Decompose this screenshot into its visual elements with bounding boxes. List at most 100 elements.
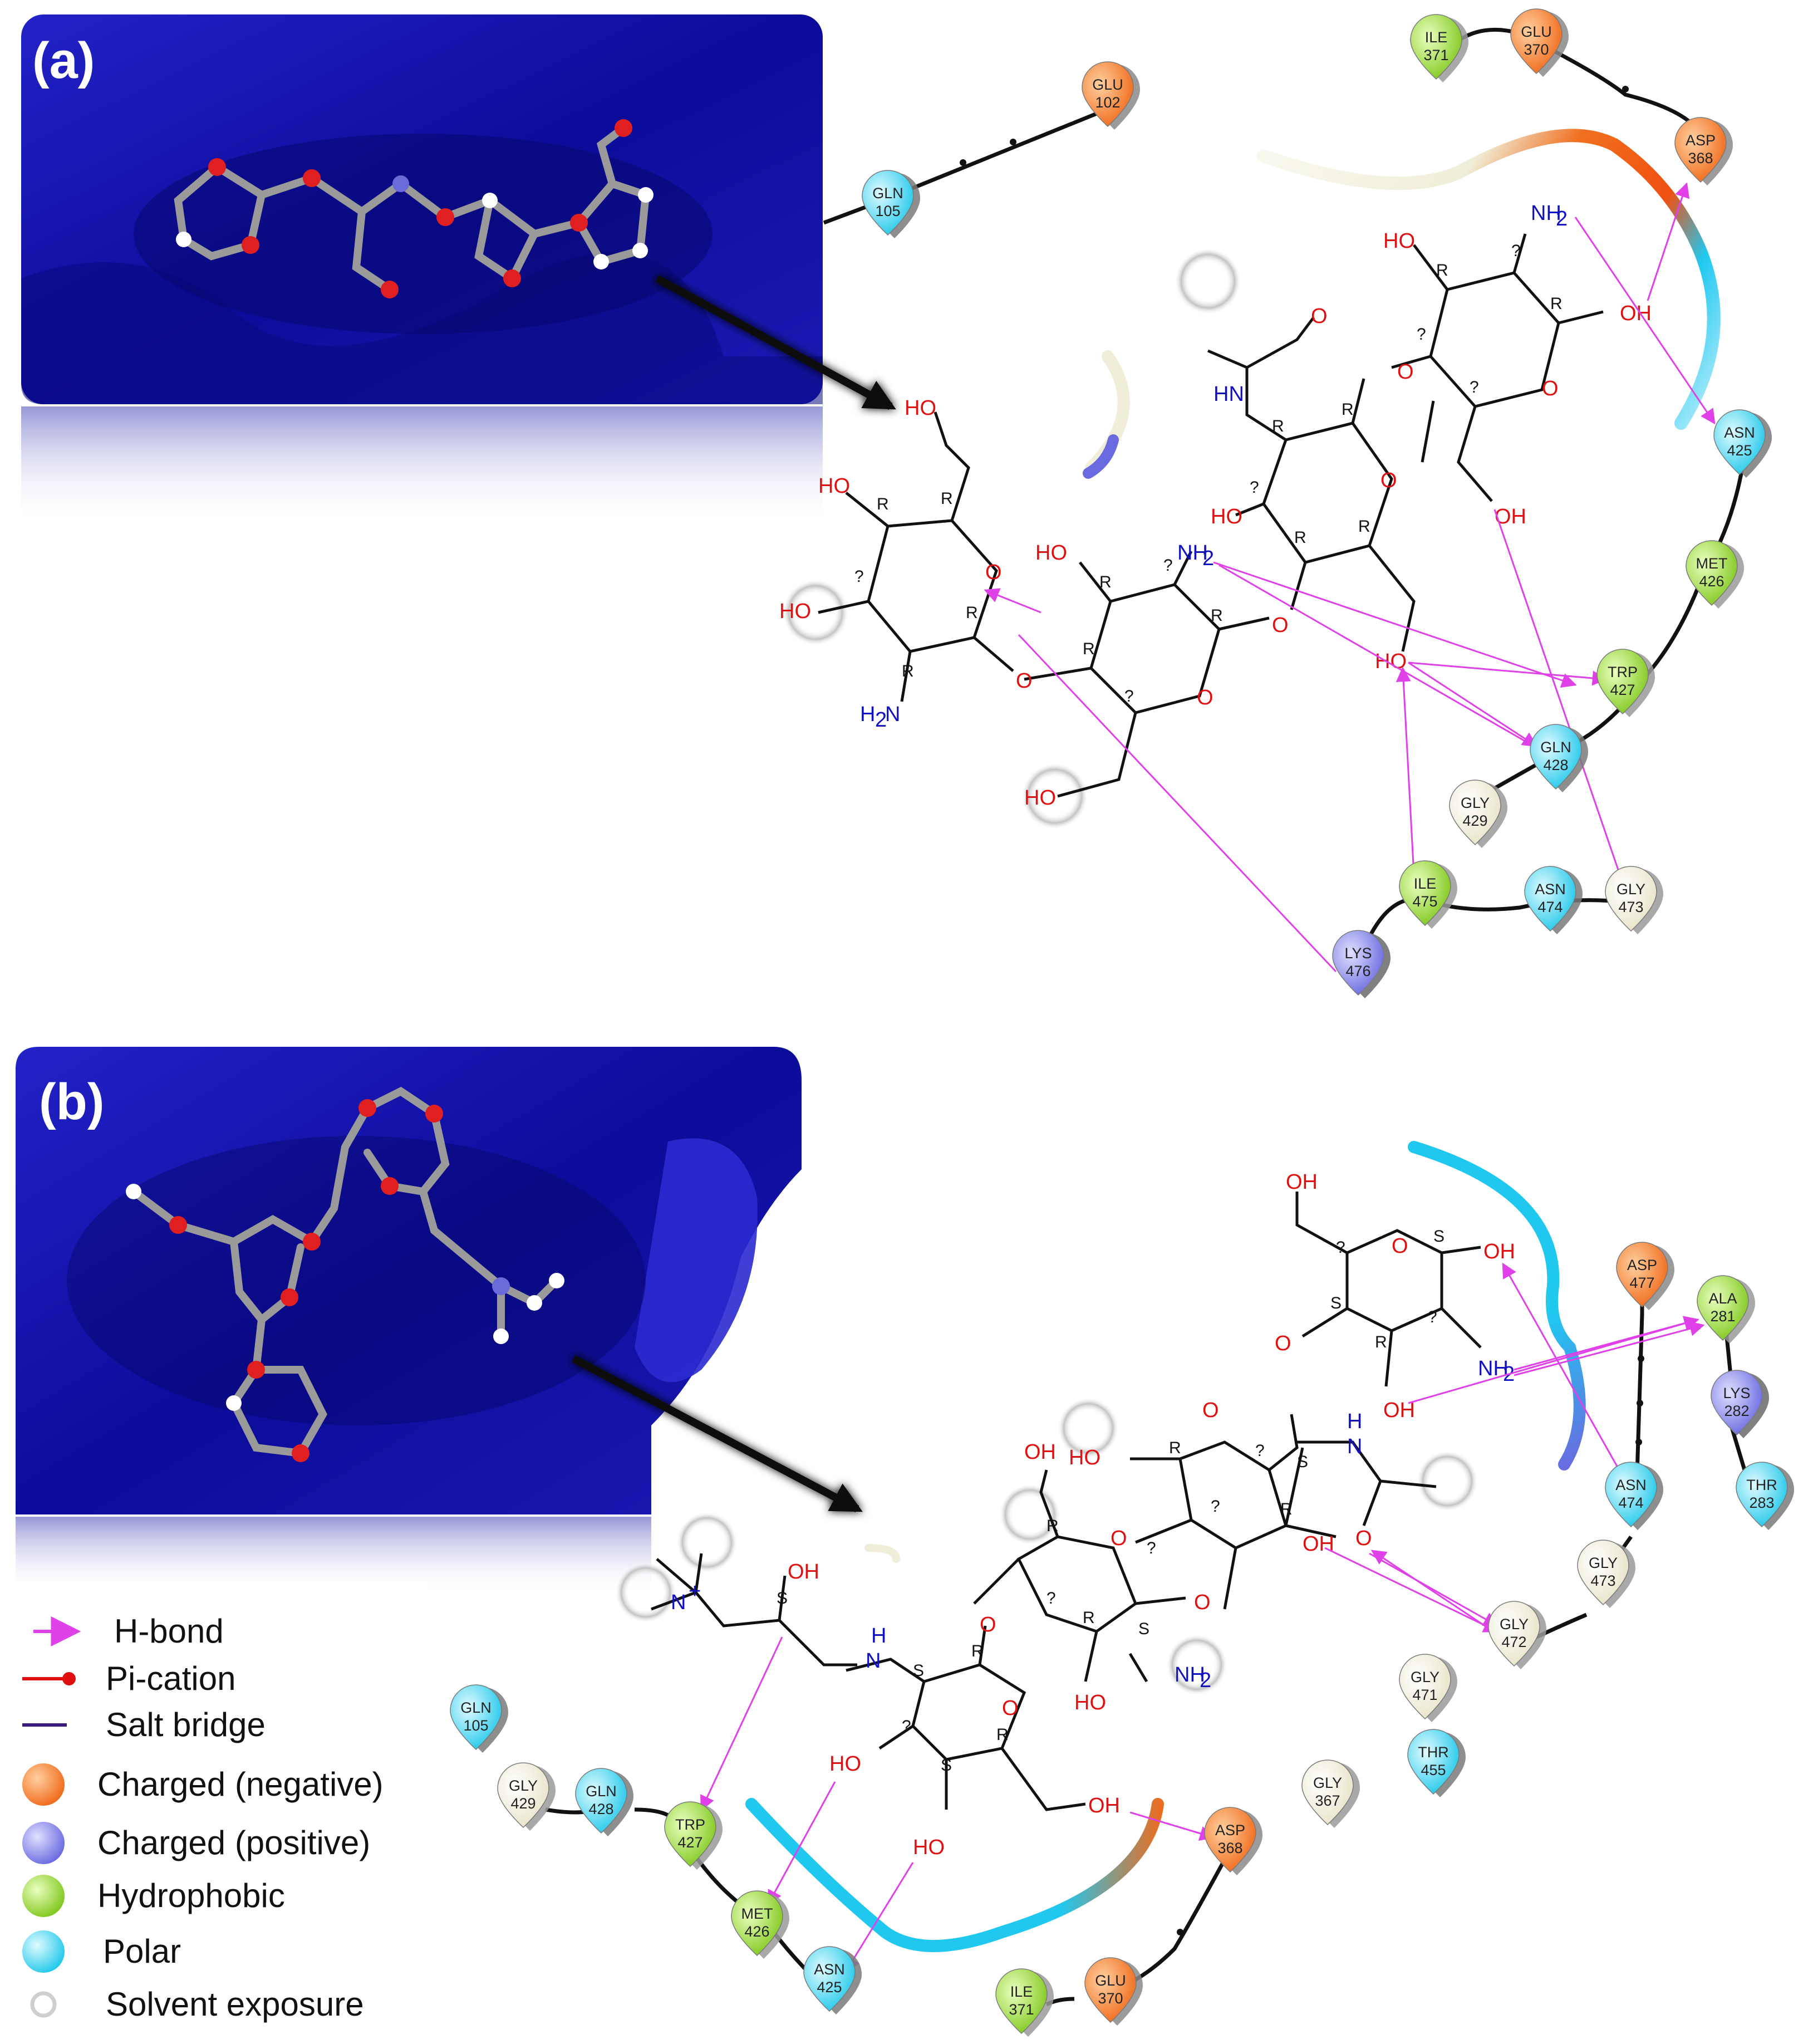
residue-name: GLU [1092, 76, 1123, 93]
residue-number: 477 [1629, 1275, 1654, 1291]
panel-a-diagram: HO HO HO O O H 2 N HO NH 2 O O HO HN O H… [779, 27, 1745, 973]
svg-text:R: R [1083, 640, 1095, 658]
residue-bubble [1510, 8, 1563, 75]
residue-name: GLU [1095, 1972, 1126, 1989]
svg-text:O: O [1275, 1332, 1291, 1355]
residue-name: GLN [460, 1699, 492, 1716]
residue-bubble [1686, 540, 1738, 606]
residue-number: 102 [1095, 94, 1120, 111]
svg-text:HO: HO [1383, 229, 1415, 253]
residue-number: 428 [588, 1801, 613, 1817]
surface-pocket-b [67, 1136, 646, 1425]
residue-bubble [1082, 61, 1134, 128]
residue-number: 471 [1412, 1687, 1437, 1703]
svg-text:R: R [996, 1726, 1009, 1744]
residue-number: 429 [1462, 812, 1487, 829]
residue-name: MET [741, 1905, 773, 1922]
ligand-b-atoms [126, 1099, 564, 1462]
svg-text:H: H [871, 1624, 886, 1648]
solvent-halo [615, 1562, 676, 1623]
svg-text:O: O [1311, 305, 1328, 328]
residue-bubble [1713, 409, 1766, 476]
solvent-halo [1058, 1398, 1119, 1459]
svg-text:R: R [902, 662, 914, 680]
residue-number: 371 [1423, 47, 1448, 63]
svg-text:S: S [1138, 1620, 1149, 1638]
residue-number: 425 [1727, 442, 1752, 459]
residue-number: 282 [1724, 1403, 1749, 1419]
residue-name: GLY [1589, 1555, 1618, 1571]
svg-text:R: R [877, 495, 889, 513]
ribbon-b-3 [864, 1544, 900, 1563]
residue-name: GLN [586, 1783, 617, 1800]
ribbon-b-1 [745, 1798, 1164, 1952]
residue-name: GLY [1313, 1775, 1342, 1791]
svg-text:R: R [1294, 528, 1306, 547]
residue-bubble [1332, 930, 1384, 996]
svg-text:?: ? [1163, 556, 1173, 575]
residue-name: GLN [1540, 739, 1571, 756]
svg-text:R: R [1099, 573, 1112, 591]
residue-name: GLY [509, 1777, 538, 1794]
svg-text:HO: HO [779, 600, 811, 623]
residue-name: ASN [1615, 1477, 1647, 1493]
b-residue-asp-477: ASP 477 [1616, 1242, 1674, 1310]
residue-bubble [664, 1801, 716, 1867]
svg-text:O: O [1272, 614, 1289, 637]
residue-bubble [575, 1768, 627, 1834]
svg-text:S: S [941, 1756, 952, 1775]
svg-text:R: R [1375, 1333, 1387, 1351]
svg-text:O: O [1194, 1591, 1211, 1614]
residue-bubble [1697, 1275, 1749, 1341]
residue-bubble [497, 1762, 549, 1829]
ribbon-a [1257, 129, 1721, 430]
grey-ring-icon [30, 1991, 57, 2018]
svg-text:O: O [985, 561, 1002, 584]
residue-name: ASP [1627, 1257, 1657, 1273]
ring-b3 [1016, 1535, 1138, 1633]
residue-bubble [731, 1890, 783, 1957]
legend-label: Polar [103, 1933, 181, 1970]
svg-text:?: ? [1470, 378, 1479, 396]
cyan-sphere-icon [22, 1930, 65, 1973]
svg-text:OH: OH [788, 1560, 819, 1584]
svg-text:H: H [860, 703, 875, 726]
residue-name: THR [1418, 1744, 1449, 1761]
svg-text:R: R [1272, 417, 1284, 435]
svg-text:R: R [1211, 606, 1223, 625]
residue-name: ILE [1010, 1983, 1033, 2000]
residue-number: 473 [1618, 899, 1643, 915]
residue-name: ASN [814, 1961, 845, 1978]
svg-text:HO: HO [913, 1836, 945, 1859]
residue-bubble [862, 170, 914, 236]
residue-number: 427 [1610, 682, 1635, 698]
svg-text:R: R [1550, 295, 1563, 313]
residue-bubble [1736, 1462, 1788, 1528]
residue-number: 455 [1421, 1762, 1446, 1778]
svg-text:R: R [966, 604, 978, 622]
residue-name: ILE [1425, 29, 1448, 46]
svg-text:HO: HO [829, 1752, 861, 1776]
surface-lobe-b [635, 1138, 758, 1383]
ligand-a-atoms [176, 119, 654, 298]
svg-text:?: ? [1250, 478, 1259, 497]
svg-text:O: O [1355, 1527, 1372, 1550]
svg-text:?: ? [1147, 1539, 1156, 1557]
residue-bubble [1711, 1370, 1763, 1436]
svg-text:?: ? [1428, 1308, 1437, 1326]
svg-text:O: O [1392, 1234, 1408, 1258]
residue-bubble [1577, 1540, 1629, 1606]
residue-number: 368 [1688, 150, 1713, 166]
svg-text:2: 2 [1556, 207, 1568, 231]
legend-background [11, 1581, 429, 2038]
